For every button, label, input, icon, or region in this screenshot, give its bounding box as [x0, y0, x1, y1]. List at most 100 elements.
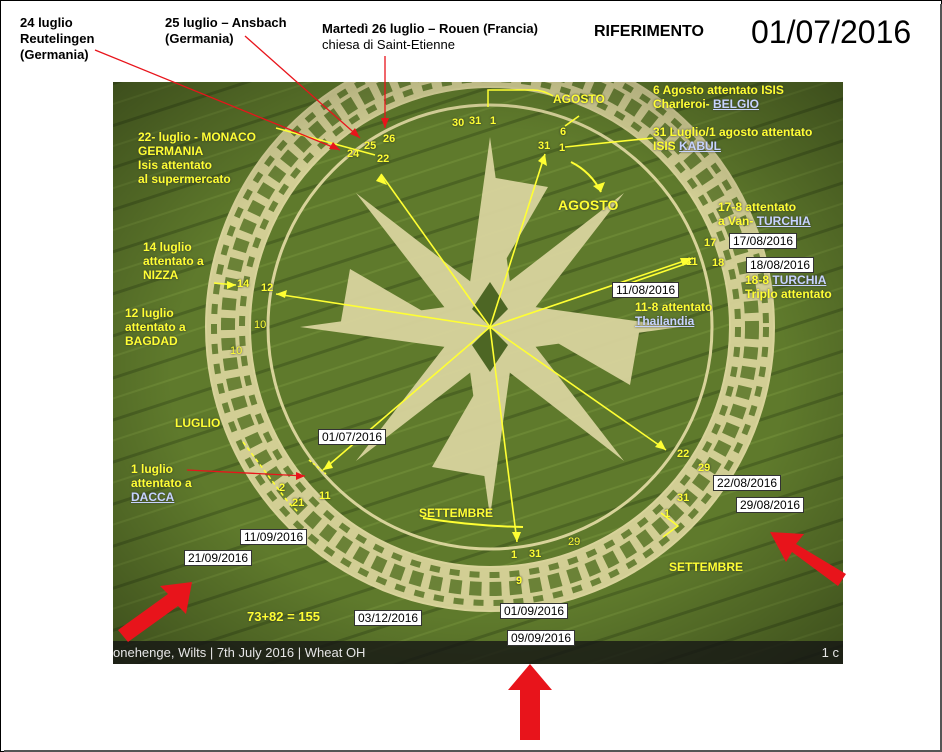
date-box-1108: 11/08/2016 — [612, 282, 680, 298]
num-18: 18 — [712, 257, 725, 269]
date-box-0909: 09/09/2016 — [507, 630, 576, 646]
red-arrow-bottom — [508, 664, 552, 740]
bagdad-line3: BAGDAD — [125, 334, 178, 348]
van-line1: 17-8 attentato — [718, 200, 797, 214]
van-line2: a Van- — [718, 214, 757, 228]
photo-caption-bar: onehenge, Wilts | 7th July 2016 | Wheat … — [113, 641, 843, 664]
turchia-link-2[interactable]: TURCHIA — [772, 273, 827, 287]
label-settembre-right: SETTEMBRE — [669, 560, 744, 574]
charleroi-line1: 6 Agosto attentato ISIS — [653, 83, 784, 97]
num-29b: 29 — [568, 536, 581, 548]
date-box-2908: 29/08/2016 — [736, 497, 805, 513]
kabul-line2: ISIS — [653, 139, 680, 153]
num-31c: 31 — [677, 492, 690, 504]
num-12: 12 — [261, 282, 274, 294]
label-bagdad: 12 luglio attentato a BAGDAD — [125, 306, 186, 348]
frame-shadow-bottom — [4, 750, 942, 752]
num-22a: 22 — [377, 153, 390, 165]
monaco-line3: Isis attentato — [138, 158, 213, 172]
num-1d: 1 — [511, 549, 518, 561]
label-turchia-triplo: 18-8 TURCHIA Triplo attentato — [745, 273, 832, 301]
yellow-lines — [213, 89, 694, 543]
date-box-2109: 21/09/2016 — [184, 550, 253, 566]
kabul-link[interactable]: KABUL — [679, 139, 722, 153]
label-24-luglio: 24 luglio Reutelingen (Germania) — [20, 15, 94, 63]
kabul-line1: 31 Luglio/1 agosto attentato — [653, 125, 813, 139]
belgio-link[interactable]: BELGIO — [713, 97, 760, 111]
red-arrow-left — [118, 582, 192, 642]
label-25-line2: (Germania) — [165, 31, 234, 46]
label-settembre-left: SETTEMBRE — [419, 506, 494, 520]
dacca-link[interactable]: DACCA — [131, 490, 175, 504]
turchia-link-1[interactable]: TURCHIA — [756, 214, 811, 228]
num-25: 25 — [364, 140, 377, 152]
turchia-triplo-prefix: 18-8 — [745, 273, 773, 287]
num-10b: 10 — [230, 345, 243, 357]
date-box-1708: 17/08/2016 — [729, 233, 798, 249]
reference-date: 01/07/2016 — [751, 14, 912, 50]
red-arrow-right — [770, 532, 846, 586]
num-29a: 29 — [698, 462, 711, 474]
photo-caption-right: 1 c — [821, 645, 839, 660]
label-26-line2: chiesa di Saint-Etienne — [322, 37, 455, 52]
num-21: 21 — [292, 497, 305, 509]
num-31b: 31 — [538, 140, 551, 152]
num-6: 6 — [560, 126, 567, 138]
nizza-line2: attentato a — [143, 254, 204, 268]
nizza-line3: NIZZA — [143, 268, 179, 282]
num-1c: 1 — [664, 508, 671, 520]
label-24-line2: Reutelingen — [20, 31, 95, 46]
label-25-luglio: 25 luglio – Ansbach (Germania) — [165, 15, 287, 47]
monaco-line1: 22- luglio - MONACO — [138, 130, 256, 144]
date-box-2208: 22/08/2016 — [713, 475, 782, 491]
label-thailandia: 11-8 attentato Thailandia — [635, 300, 712, 328]
num-22b: 22 — [677, 448, 690, 460]
nizza-line1: 14 luglio — [143, 240, 192, 254]
label-nizza: 14 luglio attentato a NIZZA — [143, 240, 204, 282]
date-box-1109: 11/09/2016 — [240, 529, 308, 545]
num-31a: 31 — [469, 115, 482, 127]
label-24-line1: 24 luglio — [20, 15, 73, 30]
dacca-line1: 1 luglio — [131, 462, 173, 476]
monaco-line2: GERMANIA — [138, 144, 204, 158]
num-10a: 10 — [254, 319, 267, 331]
thailandia-link[interactable]: Thailandia — [635, 314, 695, 328]
frame-shadow-right — [940, 4, 942, 752]
label-luglio: LUGLIO — [175, 416, 221, 430]
label-sum: 73+82 = 155 — [247, 609, 321, 624]
thai-line1: 11-8 attentato — [635, 300, 713, 314]
field-artwork — [113, 82, 843, 664]
date-box-0109: 01/09/2016 — [500, 603, 569, 619]
num-2: 2 — [279, 482, 286, 494]
num-1b: 1 — [559, 142, 566, 154]
dacca-line2: attentato a — [131, 476, 192, 490]
label-van: 17-8 attentato a Van- TURCHIA — [718, 200, 811, 228]
date-box-0107: 01/07/2016 — [318, 429, 387, 445]
num-30: 30 — [452, 117, 465, 129]
num-14: 14 — [237, 278, 250, 290]
reference-title: RIFERIMENTO — [594, 23, 704, 40]
num-1a: 1 — [490, 115, 497, 127]
label-kabul: 31 Luglio/1 agosto attentato ISIS KABUL — [653, 125, 812, 153]
label-charleroi: 6 Agosto attentato ISIS Charleroi- BELGI… — [653, 83, 784, 111]
label-agosto-mid: AGOSTO — [558, 197, 619, 213]
num-11a: 11 — [686, 256, 698, 268]
photo-caption: onehenge, Wilts | 7th July 2016 | Wheat … — [113, 645, 366, 660]
num-31d: 31 — [529, 548, 542, 560]
turchia-triplo-line2: Triplo attentato — [745, 287, 832, 301]
bagdad-line1: 12 luglio — [125, 306, 174, 320]
label-26-line1: Martedì 26 luglio – Rouen (Francia) — [322, 21, 538, 36]
crop-circle-photo: 22- luglio - MONACO GERMANIA Isis attent… — [113, 82, 843, 664]
label-25-line1: 25 luglio – Ansbach — [165, 15, 287, 30]
monaco-line4: al supermercato — [138, 172, 231, 186]
bagdad-line2: attentato a — [125, 320, 186, 334]
label-agosto-top: AGOSTO — [553, 92, 605, 106]
date-box-1808: 18/08/2016 — [746, 257, 815, 273]
num-24: 24 — [347, 148, 360, 160]
num-9: 9 — [516, 575, 523, 587]
num-26: 26 — [383, 133, 396, 145]
charleroi-line2: Charleroi- — [653, 97, 714, 111]
label-26-luglio: Martedì 26 luglio – Rouen (Francia) chie… — [322, 21, 538, 53]
label-dacca: 1 luglio attentato a DACCA — [131, 462, 192, 504]
